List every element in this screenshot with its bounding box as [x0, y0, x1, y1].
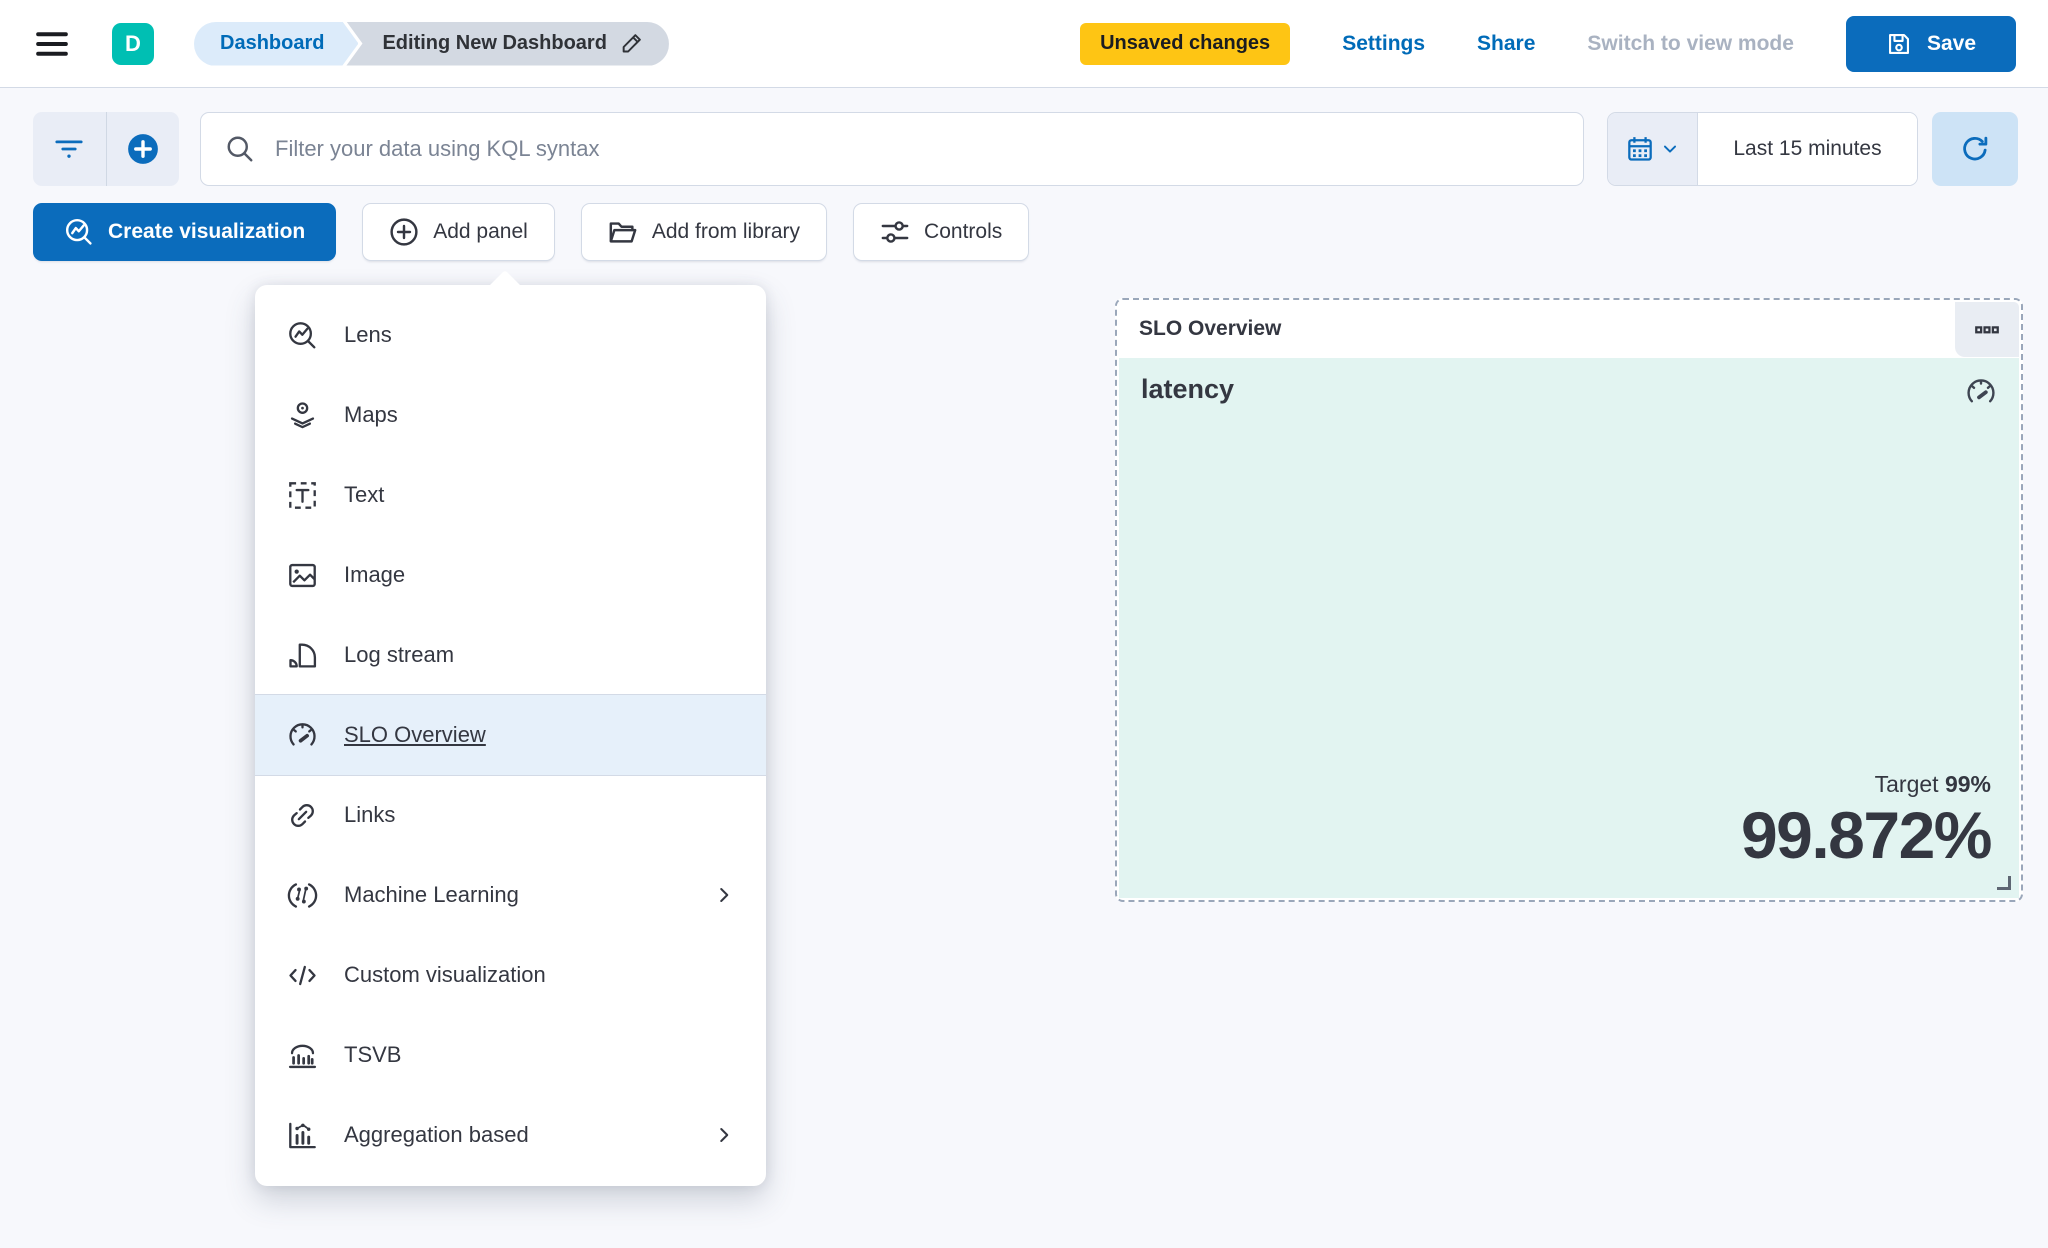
top-header: D Dashboard Editing New Dashboard Unsave…: [0, 0, 2048, 88]
circled-plus-icon: [389, 217, 419, 247]
menu-item-slo-overview[interactable]: SLO Overview: [255, 695, 766, 775]
chevron-down-icon: [1661, 140, 1679, 158]
log-stream-icon: [287, 640, 318, 671]
image-icon: [287, 560, 318, 591]
gauge-icon: [287, 720, 318, 751]
edit-toolbar: Create visualization Add panel Add from …: [33, 203, 1030, 263]
add-panel-menu: Lens Maps Text: [255, 285, 766, 1186]
menu-item-label: Log stream: [344, 642, 455, 667]
link-icon: [287, 800, 318, 831]
time-range-picker: Last 15 minutes: [1607, 112, 1918, 186]
menu-item-log-stream[interactable]: Log stream: [255, 615, 766, 695]
slo-target-label: Target: [1874, 771, 1939, 797]
controls-sliders-icon: [880, 217, 910, 247]
panel-menu-button[interactable]: [1955, 302, 2019, 357]
breadcrumb: Dashboard Editing New Dashboard: [194, 21, 669, 66]
save-button-label: Save: [1926, 31, 1976, 55]
menu-item-label: Maps: [344, 402, 398, 427]
lens-icon: [287, 320, 318, 351]
add-filter-button[interactable]: [107, 112, 180, 186]
tsvb-icon: [287, 1040, 318, 1071]
breadcrumb-item-dashboard[interactable]: Dashboard: [194, 22, 358, 66]
menu-item-links[interactable]: Links: [255, 775, 766, 855]
aggregation-chart-icon: [287, 1120, 318, 1151]
menu-item-lens[interactable]: Lens: [255, 295, 766, 375]
menu-item-tsvb[interactable]: TSVB: [255, 1015, 766, 1095]
pencil-icon: [619, 32, 643, 56]
code-icon: [287, 960, 318, 991]
unsaved-changes-badge: Unsaved changes: [1080, 22, 1291, 65]
refresh-icon: [1960, 134, 1990, 164]
controls-button[interactable]: Controls: [853, 203, 1030, 261]
boxes-horizontal-icon: [1974, 317, 2000, 343]
create-visualization-button[interactable]: Create visualization: [33, 203, 337, 261]
save-icon: [1886, 31, 1912, 57]
folder-icon: [608, 217, 638, 247]
chevron-right-icon: [714, 1125, 734, 1145]
panel-body: latency Target 99% 99.872%: [1119, 358, 2019, 898]
panel-header: SLO Overview: [1117, 300, 2021, 358]
filter-controls-group: [33, 112, 179, 186]
add-panel-label: Add panel: [433, 220, 528, 243]
menu-item-label: Image: [344, 562, 406, 587]
add-panel-button[interactable]: Add panel: [362, 203, 555, 261]
hamburger-menu-button[interactable]: [24, 16, 80, 72]
kql-search-bar: [200, 112, 1584, 186]
calendar-icon: [1626, 135, 1654, 163]
menu-item-custom-visualization[interactable]: Custom visualization: [255, 935, 766, 1015]
menu-item-aggregation-based[interactable]: Aggregation based: [255, 1095, 766, 1175]
plus-circle-icon: [126, 132, 160, 166]
dashboard-workspace: Last 15 minutes Create visualization Add…: [0, 88, 2048, 1248]
menu-item-image[interactable]: Image: [255, 535, 766, 615]
slo-target-line: Target 99%: [1741, 771, 1991, 798]
menu-item-text[interactable]: Text: [255, 455, 766, 535]
breadcrumb-current-label: Editing New Dashboard: [382, 32, 607, 54]
calendar-dropdown-button[interactable]: [1608, 113, 1698, 185]
share-link[interactable]: Share: [1477, 31, 1536, 55]
filter-icon: [54, 134, 84, 164]
refresh-button[interactable]: [1932, 112, 2018, 186]
controls-label: Controls: [924, 220, 1003, 243]
menu-item-label: Lens: [344, 322, 392, 347]
panel-title: SLO Overview: [1139, 317, 1282, 340]
space-avatar[interactable]: D: [112, 22, 154, 65]
add-from-library-button[interactable]: Add from library: [580, 203, 828, 261]
menu-item-maps[interactable]: Maps: [255, 375, 766, 455]
panel-resize-handle[interactable]: [1997, 876, 2011, 890]
create-visualization-label: Create visualization: [108, 220, 306, 243]
switch-to-view-mode-link[interactable]: Switch to view mode: [1587, 31, 1794, 55]
breadcrumb-item-current[interactable]: Editing New Dashboard: [346, 21, 669, 66]
slo-metric-title: latency: [1141, 374, 1235, 404]
menu-item-label: Aggregation based: [344, 1122, 529, 1147]
search-input[interactable]: [275, 136, 1559, 162]
menu-item-label: SLO Overview: [344, 722, 486, 747]
menu-item-label: TSVB: [344, 1042, 402, 1067]
slo-value: 99.872%: [1740, 798, 1993, 872]
menu-item-label: Text: [344, 482, 385, 507]
save-button[interactable]: Save: [1845, 15, 2016, 72]
lens-icon: [64, 217, 94, 247]
add-panel-menu-list: Lens Maps Text: [255, 285, 766, 1185]
time-range-button[interactable]: Last 15 minutes: [1698, 113, 1917, 185]
chevron-right-icon: [714, 885, 734, 905]
filter-fields-button[interactable]: [33, 112, 107, 186]
menu-item-label: Custom visualization: [344, 962, 546, 987]
menu-item-label: Machine Learning: [344, 882, 519, 907]
slo-metric-block: Target 99% 99.872%: [1740, 771, 1993, 872]
maps-icon: [287, 400, 318, 431]
slo-target-value: 99%: [1944, 771, 1991, 797]
search-icon: [225, 134, 255, 164]
settings-link[interactable]: Settings: [1342, 31, 1426, 55]
hamburger-icon: [35, 27, 69, 61]
gauge-icon: [1965, 376, 1997, 408]
slo-overview-panel: SLO Overview latency Target 99% 99.872%: [1115, 298, 2023, 902]
text-icon: [287, 480, 318, 511]
menu-item-machine-learning[interactable]: Machine Learning: [255, 855, 766, 935]
machine-learning-icon: [287, 880, 318, 911]
menu-item-label: Links: [344, 802, 396, 827]
add-from-library-label: Add from library: [651, 220, 801, 243]
